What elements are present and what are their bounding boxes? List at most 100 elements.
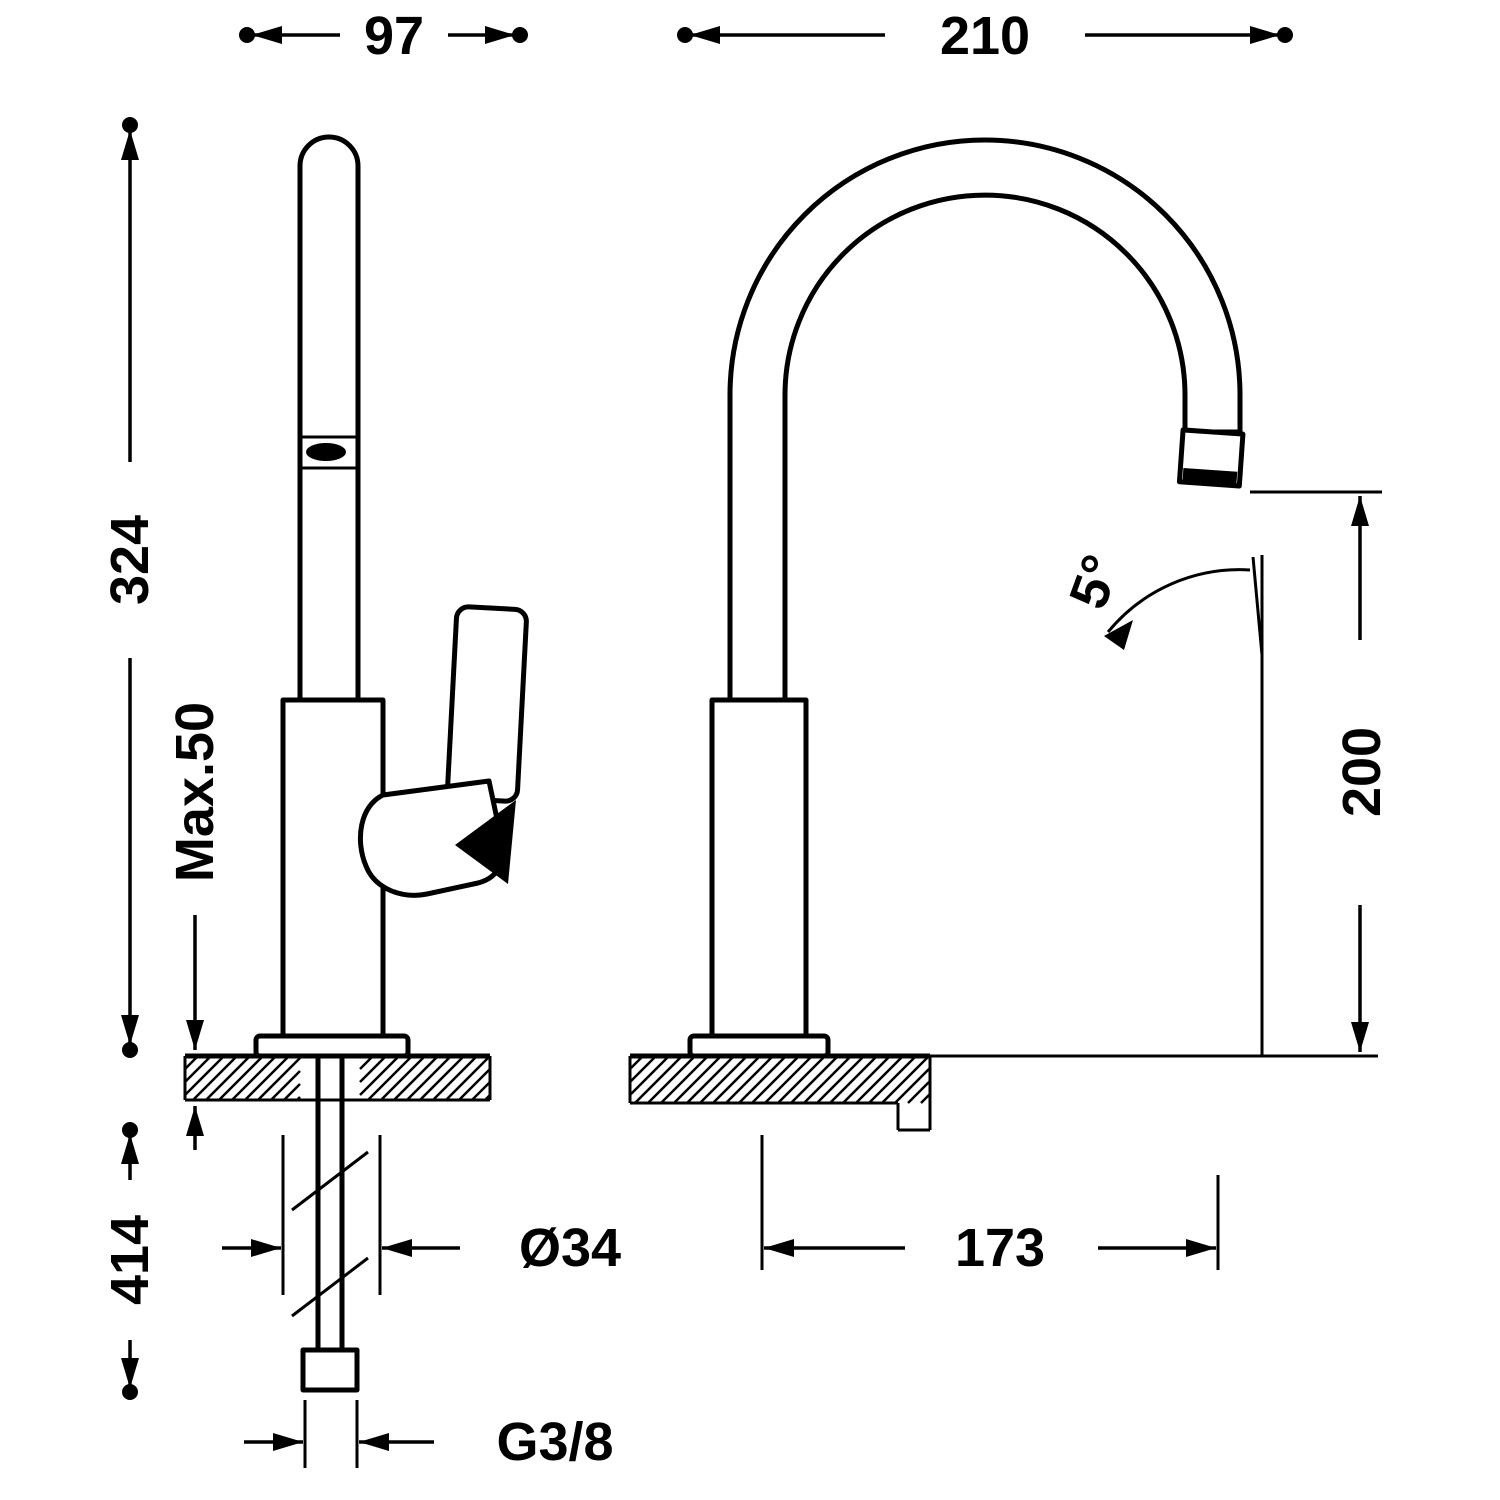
base-flange-side (253, 1033, 411, 1059)
dimension-max50: Max.50 (165, 702, 225, 1150)
gooseneck-spout (727, 137, 1243, 703)
arrow-down-icon (121, 1015, 139, 1045)
arrow-down-icon (121, 1358, 139, 1388)
hatch-line (359, 1055, 387, 1083)
counter-hatch-left-b (359, 1055, 491, 1101)
arrow-right-icon (251, 1239, 281, 1257)
arrow-right-icon (485, 26, 515, 44)
hatch-line (829, 1055, 878, 1104)
dim-5deg-label: 5° (1058, 547, 1132, 616)
arrow-left-icon (252, 26, 282, 44)
hatch-line (855, 1055, 904, 1104)
arrow-up-icon (121, 1134, 139, 1164)
handle-joint-shadow (455, 800, 516, 884)
dimensions: 97 210 324 Max.50 (100, 6, 1392, 1472)
hatch-line (647, 1055, 696, 1104)
hatch-line (686, 1055, 735, 1104)
dimension-g38: G3/8 (244, 1400, 614, 1472)
hatch-line (445, 1055, 491, 1101)
hatch-line (419, 1055, 465, 1101)
dim-endpoint-dot (122, 1122, 138, 1138)
hatch-line (764, 1055, 813, 1104)
hatch-line (751, 1055, 800, 1104)
hatch-line (367, 1055, 413, 1101)
hatch-line (359, 1055, 400, 1096)
dim-endpoint-dot (512, 27, 528, 43)
dim-200-label: 200 (1332, 727, 1392, 817)
arrow-up-icon (1351, 496, 1369, 526)
hatch-line (406, 1055, 452, 1101)
arrow-left-icon (382, 1239, 412, 1257)
rod-break-mark-2 (291, 1256, 369, 1318)
counter-hatch-left-a (184, 1055, 301, 1101)
hatch-line (458, 1068, 491, 1101)
dim-endpoint-dot (1277, 27, 1293, 43)
hatch-line (393, 1055, 439, 1101)
dim-324-label: 324 (100, 515, 160, 605)
hatch-line (842, 1055, 891, 1104)
base-flange-front (687, 1033, 831, 1059)
dimension-414: 414 (100, 1122, 160, 1400)
handle-lever (445, 604, 529, 804)
dim-97-label: 97 (364, 6, 424, 66)
dim-414-label: 414 (100, 1215, 160, 1305)
hatch-line (270, 1070, 301, 1101)
hatch-line (894, 1067, 931, 1104)
hatch-line (660, 1055, 709, 1104)
dimension-200: 200 (1250, 490, 1392, 1052)
dim-endpoint-dot (122, 117, 138, 133)
dim-endpoint-dot (677, 27, 693, 43)
dimension-d34: Ø34 (222, 1135, 621, 1295)
rod-nut (300, 1347, 360, 1393)
spout-tip-aerator (1182, 468, 1238, 484)
angle-tilted-line (1251, 556, 1264, 656)
hatch-line (699, 1055, 748, 1104)
dim-173-label: 173 (955, 1218, 1045, 1278)
dim-g38-label: G3/8 (496, 1412, 613, 1472)
dim-max50-label: Max.50 (165, 702, 225, 882)
hatch-line (673, 1055, 722, 1104)
hatch-line (205, 1055, 251, 1101)
dim-endpoint-dot (122, 1384, 138, 1400)
arrow-left-icon (359, 1433, 389, 1451)
hatch-line (432, 1055, 478, 1101)
hatch-line (257, 1057, 301, 1101)
dimension-5deg: 5° (1058, 547, 1264, 1056)
dimension-173: 173 (760, 1135, 1220, 1278)
hatch-line (803, 1055, 852, 1104)
arrow-down-icon (1351, 1022, 1369, 1052)
dimension-210: 210 (677, 6, 1293, 66)
dim-endpoint-dot (239, 27, 255, 43)
hatch-line (777, 1055, 826, 1104)
hatch-line (244, 1055, 290, 1101)
hatch-line (907, 1080, 931, 1104)
arrow-up-icon (121, 130, 139, 160)
counter-section-right (628, 1053, 1378, 1132)
spout-tip (1176, 427, 1246, 489)
hatch-line (184, 1055, 212, 1083)
hatch-line (283, 1083, 301, 1101)
arrow-down-icon (186, 1020, 204, 1050)
spout-column (297, 134, 361, 702)
hatch-line (790, 1055, 839, 1104)
hatch-line (629, 1055, 657, 1083)
hatch-line (712, 1055, 761, 1104)
hatch-line (629, 1055, 670, 1096)
arrow-right-icon (1250, 26, 1280, 44)
angle-arc (1106, 568, 1251, 633)
hatch-line (816, 1055, 865, 1104)
dim-210-label: 210 (940, 6, 1030, 66)
arrow-left-icon (690, 26, 720, 44)
arrow-right-icon (273, 1433, 303, 1451)
hatch-line (231, 1055, 277, 1101)
hatch-line (192, 1055, 238, 1101)
dimension-97: 97 (239, 6, 528, 66)
hatch-line (471, 1081, 491, 1101)
hatch-line (738, 1055, 787, 1104)
hatch-line (634, 1055, 683, 1104)
hatch-line (725, 1055, 774, 1104)
hatch-line (380, 1055, 426, 1101)
counter-hatch-right (629, 1055, 931, 1104)
dimension-324: 324 (100, 117, 160, 1058)
